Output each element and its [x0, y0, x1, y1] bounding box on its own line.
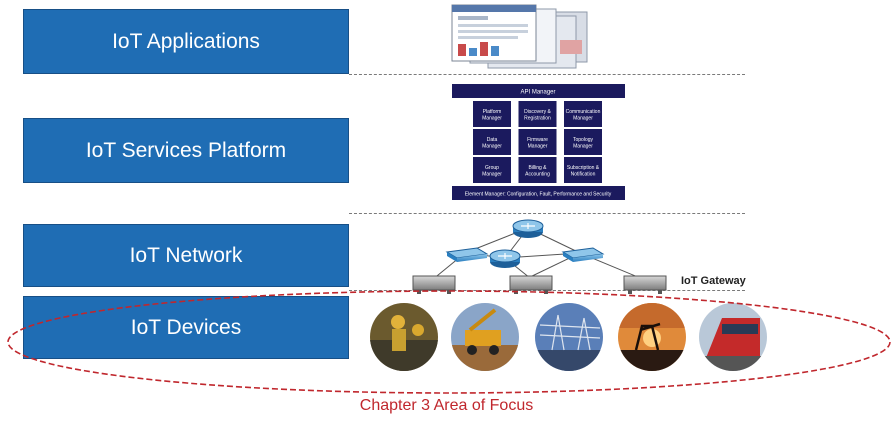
platform-cell-label: Manager	[482, 172, 502, 178]
platform-cell-label: Group	[485, 165, 499, 171]
platform-cell-label: Manager	[528, 144, 548, 150]
platform-cell-label: Manager	[482, 144, 502, 150]
layer-iot-network: IoT Network	[23, 224, 349, 287]
platform-cell-label: Data	[487, 137, 498, 143]
element-manager-label: Element Manager: Configuration, Fault, P…	[465, 192, 612, 198]
focus-caption: Chapter 3 Area of Focus	[359, 397, 534, 414]
switch-icon	[561, 247, 605, 262]
device-photo-icon	[451, 303, 519, 371]
layer-iot-applications: IoT Applications	[23, 9, 349, 74]
gateway-label: IoT Gateway	[681, 275, 746, 287]
layer-iot-services-platform: IoT Services Platform	[23, 118, 349, 183]
platform-cell-label: Accounting	[525, 172, 550, 178]
layer-label: IoT Services Platform	[85, 138, 287, 162]
api-manager-label: API Manager	[520, 90, 555, 96]
switch-icon	[445, 247, 489, 262]
focus-area-ellipse	[7, 290, 891, 394]
router-icon	[512, 219, 544, 238]
device-photo-icon	[699, 303, 767, 371]
router-icon	[489, 249, 521, 268]
platform-cell-label: Discovery &	[524, 109, 551, 115]
layer-label: IoT Devices	[130, 315, 242, 339]
layer-label: IoT Applications	[112, 29, 260, 53]
platform-cell-label: Communication	[566, 109, 601, 115]
platform-cell: Discovery &Registration	[518, 101, 557, 127]
gateway-icon	[623, 275, 667, 294]
platform-cell-label: Manager	[573, 116, 593, 122]
device-photo-icon	[535, 303, 603, 371]
platform-cell-label: Notification	[571, 172, 596, 178]
separator-apps-platform	[349, 74, 745, 75]
platform-cell-label: Manager	[482, 116, 502, 122]
device-photo-icon	[370, 303, 438, 371]
platform-cell-label: Platform	[483, 109, 502, 115]
platform-cell: Billing &Accounting	[518, 157, 557, 183]
layer-label: IoT Network	[129, 243, 243, 267]
platform-cell-label: Subscription &	[567, 165, 600, 171]
platform-cell-label: Manager	[573, 144, 593, 150]
device-photo-icon	[618, 303, 686, 371]
layer-iot-devices: IoT Devices	[23, 296, 349, 359]
separator-platform-network	[349, 213, 745, 214]
platform-cell-label: Billing &	[528, 165, 547, 171]
platform-cell-label: Registration	[524, 116, 551, 122]
platform-cell-label: Firmware	[527, 137, 548, 143]
applications-screens-icon	[451, 4, 588, 69]
platform-cell: Subscription &Notification	[564, 157, 602, 183]
platform-cell-label: Topology	[573, 137, 594, 143]
gateway-icon	[412, 275, 456, 294]
